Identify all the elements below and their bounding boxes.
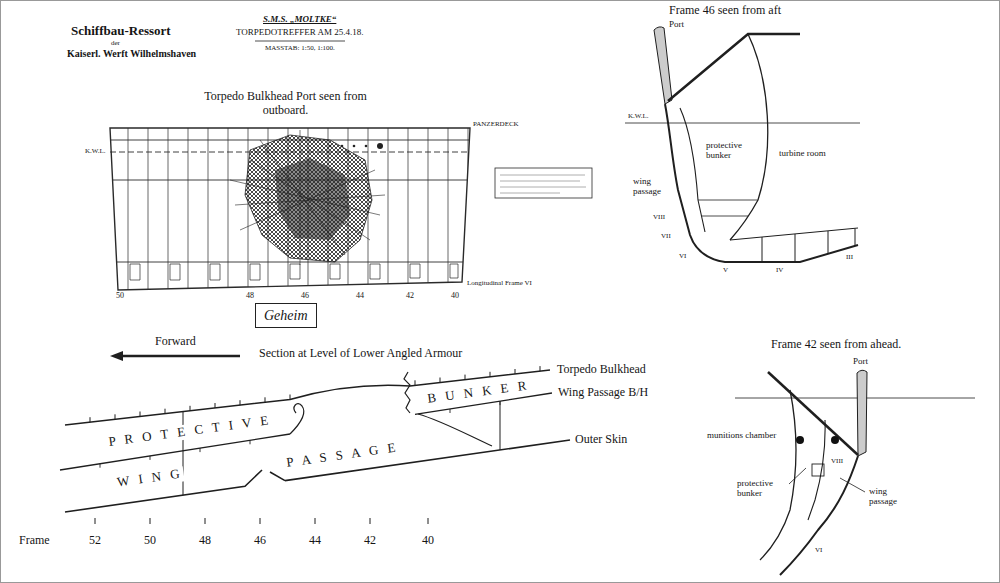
line-label: Outer Skin [574, 433, 628, 447]
office-name: Schiffbau-Ressort [70, 24, 172, 39]
frame-number: 50 [115, 291, 125, 300]
frame-number: 40 [450, 291, 460, 300]
side-label: Port [852, 356, 869, 366]
strake-number: VI [678, 252, 687, 260]
compartment-label: turbine room [778, 148, 827, 158]
frame-caption: Frame [18, 534, 51, 548]
compartment-label: protective bunker [705, 140, 759, 161]
frame-42-section [735, 370, 975, 575]
frame-number: 40 [421, 534, 435, 548]
bulkhead-elevation [100, 120, 592, 300]
frame-number: 52 [88, 534, 102, 548]
scale-note: MASSTAB: 1:50, 1:100. [264, 44, 336, 52]
compartment-label: wing passage [632, 176, 672, 197]
frame-label: Longitudinal Frame VI [466, 279, 533, 287]
frame-number: 48 [198, 534, 212, 548]
stamp-text: Geheim [264, 308, 308, 323]
armour-section [60, 351, 570, 524]
office-name: Kaiserl. Werft Wilhelmshaven [66, 48, 197, 60]
frame-number: 44 [355, 291, 365, 300]
strake-number: VIII [652, 213, 666, 221]
line-label: Torpedo Bulkhead [556, 363, 647, 377]
drawing-header: S.M.S. „MOLTKE“ [262, 14, 337, 24]
strake-number: VIII [830, 457, 844, 465]
waterline-label: K.W.L. [627, 112, 650, 120]
direction-label: Forward [154, 335, 197, 349]
strake-number: V [722, 266, 729, 274]
view-title: Frame 46 seen from aft [668, 4, 782, 18]
deck-label: PANZERDECK [472, 120, 520, 128]
compartment-label: munitions chamber [706, 430, 777, 440]
compartment-name: P R O T E C T I V E [107, 413, 273, 450]
frame-number: 46 [253, 534, 267, 548]
view-title: Torpedo Bulkhead Port seen from outboard… [202, 90, 369, 118]
view-title: Frame 42 seen from ahead. [770, 338, 902, 352]
strake-number: III [845, 253, 854, 261]
strake-number: VI [814, 546, 823, 554]
drawing-header: TORPEDOTREFFER AM 25.4.18. [235, 27, 365, 37]
waterline-label: K.W.L. [84, 147, 107, 155]
frame-number: 48 [245, 291, 255, 300]
side-label: Port [668, 19, 685, 29]
compartment-name: W I N G [115, 466, 184, 490]
office-name: der [110, 39, 121, 47]
frame-46-section [625, 27, 860, 262]
frame-number: 44 [308, 534, 322, 548]
frame-number: 42 [363, 534, 377, 548]
frame-number: 42 [405, 291, 415, 300]
line-label: Wing Passage B/H [557, 386, 649, 400]
strake-number: VII [660, 232, 672, 240]
strake-number: IV [775, 266, 784, 274]
compartment-label: wing passage [868, 486, 912, 507]
header-rule [255, 41, 345, 42]
frame-number: 46 [300, 291, 310, 300]
compartment-label: protective bunker [736, 478, 788, 499]
frame-number: 50 [143, 534, 157, 548]
stamp-box: Geheim [255, 303, 317, 328]
view-title: Section at Level of Lower Angled Armour [258, 347, 463, 361]
